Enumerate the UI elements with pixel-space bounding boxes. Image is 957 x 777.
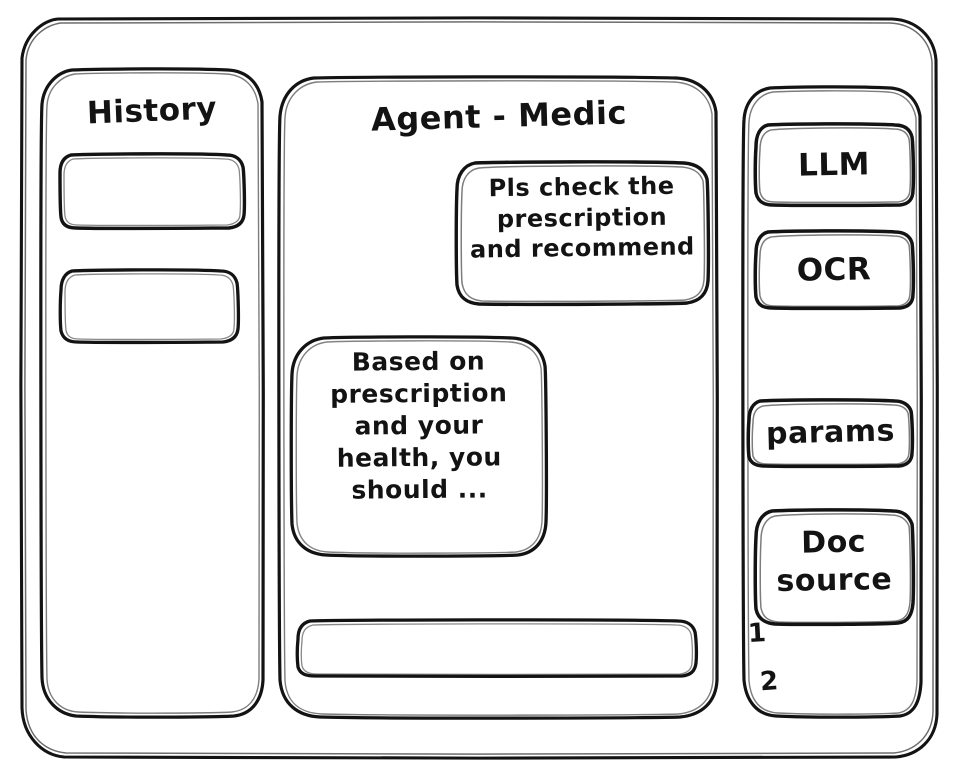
doc-source-item[interactable]: 2 (758, 666, 780, 698)
tool-llm-label: LLM (797, 146, 871, 184)
history-item-sketch (58, 268, 241, 345)
history-item-sketch (58, 152, 247, 231)
tool-ocr-label: OCR (796, 251, 872, 289)
agent-message-text: Based on prescription and your health, y… (329, 346, 508, 505)
composer-sketch (295, 618, 699, 679)
history-list-item[interactable] (57, 267, 241, 345)
tool-params-label: params (765, 413, 896, 452)
doc-source-item[interactable]: 1 (747, 618, 768, 650)
tool-doc-source-label: Doc source (776, 524, 893, 600)
user-message-text: Pls check the prescription and recommend (469, 171, 695, 265)
history-list-item[interactable] (57, 151, 247, 231)
message-composer-input[interactable] (294, 617, 700, 679)
